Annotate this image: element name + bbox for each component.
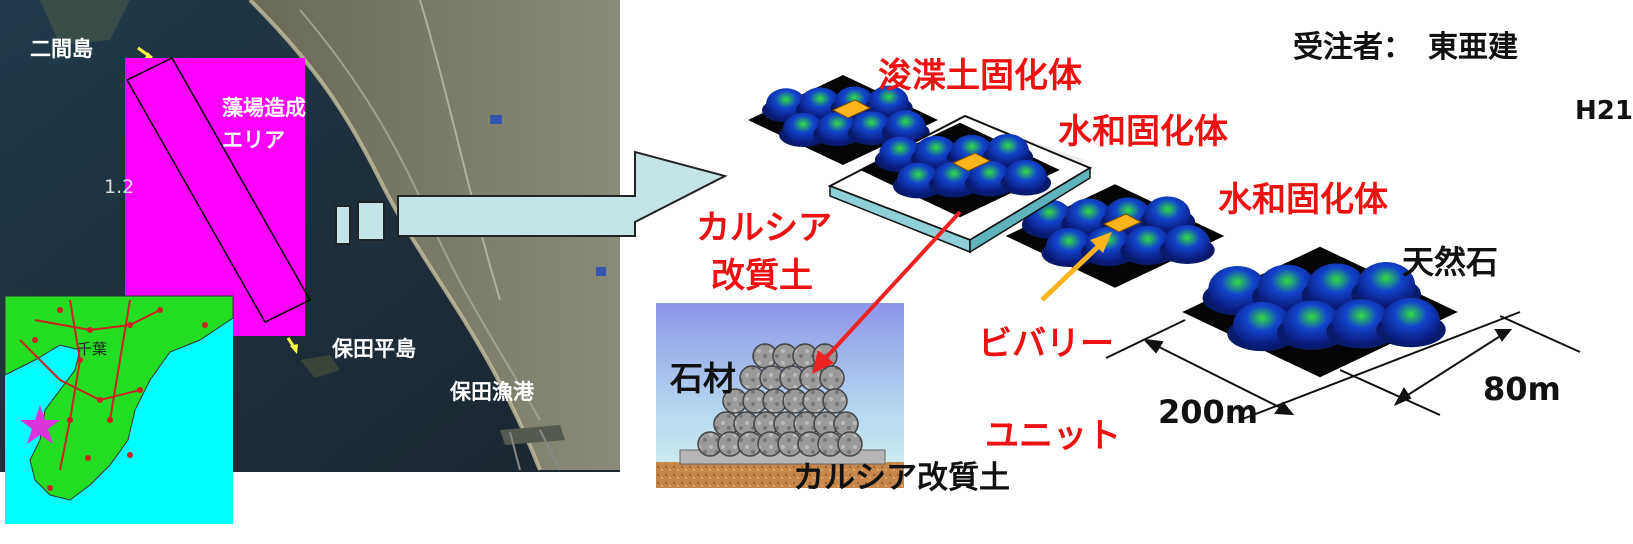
beverly-label: ビバリー	[978, 324, 1114, 364]
block-markers	[831, 99, 1143, 233]
stone	[822, 388, 848, 414]
length-label: 200m	[1158, 393, 1259, 431]
block-hydrated-1	[860, 122, 1060, 218]
place-hota-port: 保田漁港	[450, 380, 534, 404]
inset-map	[4, 295, 234, 524]
reef-blocks	[748, 75, 1458, 378]
reef-blocks-upper	[860, 122, 1060, 218]
place-nimajima: 二間島	[30, 37, 93, 61]
block-natural	[1182, 246, 1458, 378]
contractor-label: 受注者：	[1293, 30, 1413, 65]
dimension-lines	[1105, 311, 1581, 421]
cross-section	[656, 303, 904, 488]
stone-pile	[697, 343, 863, 457]
hydrated-block-label-1: 水和固化体	[1058, 112, 1228, 152]
unit-label: ユニット	[985, 416, 1121, 456]
section-arrow	[812, 210, 962, 374]
seaweed-area-label-2: エリア	[222, 128, 285, 152]
block-hydrated-2	[1005, 184, 1225, 288]
big-arrow	[335, 150, 728, 245]
stone	[819, 365, 845, 391]
partial-number: 1.2	[104, 176, 135, 198]
calcia-soil-base-label: カルシア改質土	[793, 460, 1010, 496]
calcia-label-2: 改質土	[711, 256, 813, 296]
contractor-name: 東亜建	[1428, 30, 1518, 65]
fiscal-year: H21	[1575, 96, 1633, 126]
stone	[837, 431, 863, 457]
width-label: 80m	[1483, 370, 1561, 408]
hydrated-block-label-2: 水和固化体	[1218, 180, 1388, 220]
calcia-label-1: カルシア	[696, 208, 832, 248]
dredged-soil-block-label: 浚渫土固化体	[878, 56, 1082, 96]
stone-material-label: 石材	[670, 359, 736, 398]
place-hotahirajima: 保田平島	[332, 337, 416, 361]
location-star-icon	[20, 405, 60, 444]
seaweed-area-box	[125, 58, 305, 336]
inset-city-chiba: 千葉	[77, 340, 108, 358]
seaweed-area-label-1: 藻場造成	[222, 96, 306, 120]
natural-stone-label: 天然石	[1402, 243, 1499, 281]
seaweed-area-outline	[125, 57, 312, 323]
beverly-arrow	[1040, 232, 1112, 302]
